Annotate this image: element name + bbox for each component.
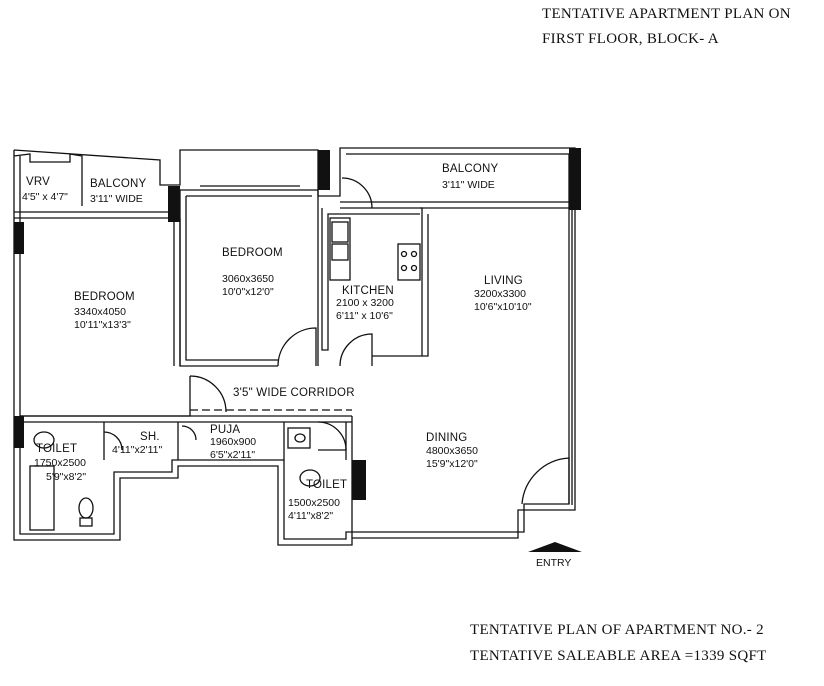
- kitchen-counter: [329, 217, 351, 281]
- puja-dims-ft: 6'5"x2'11": [210, 449, 255, 461]
- toilet-left-wc: [78, 497, 94, 519]
- column: [168, 186, 180, 222]
- toilet-left-label: TOILET: [36, 443, 77, 455]
- column: [318, 150, 330, 190]
- column: [352, 460, 366, 500]
- living-label: LIVING: [484, 275, 523, 287]
- balcony-left-dims: 3'11" WIDE: [90, 193, 143, 205]
- toilet-right-label: TOILET: [306, 479, 347, 491]
- door-swing-puja: [181, 425, 197, 441]
- kitchen-sink-2: [331, 243, 349, 261]
- dining-dims-mm: 4800x3650: [426, 445, 478, 457]
- footer-saleable-area: TENTATIVE SALEABLE AREA =1339 SQFT: [470, 648, 767, 664]
- entry-label: ENTRY: [536, 557, 571, 569]
- bedroom-left-dims-mm: 3340x4050: [74, 306, 126, 318]
- bedroom-mid-dims-ft: 10'0"x12'0": [222, 286, 274, 298]
- kitchen-hob: [397, 243, 421, 281]
- living-dims-ft: 10'6"x10'10": [474, 301, 532, 313]
- vrv-outline: [13, 153, 83, 206]
- door-swing-toilet-left: [103, 431, 123, 451]
- door-swing-kitchen: [339, 333, 373, 367]
- balcony-right-label: BALCONY: [442, 163, 498, 175]
- puja-dims-mm: 1960x900: [210, 436, 256, 448]
- door-swing-toilet-right: [317, 421, 347, 451]
- toilet-left-dims-mm: 1750x2500: [34, 457, 86, 469]
- column: [14, 222, 24, 254]
- door-swing-entry: [521, 457, 570, 505]
- bedroom-mid-label: BEDROOM: [222, 247, 283, 259]
- toilet-right-basin: [287, 427, 311, 449]
- vrv-label: VRV: [26, 176, 50, 188]
- vrv-dims: 4'5" x 4'7": [22, 191, 68, 203]
- bedroom-left-dims-ft: 10'11"x13'3": [74, 319, 131, 331]
- living-dims-mm: 3200x3300: [474, 288, 526, 300]
- kitchen-sink: [331, 221, 349, 243]
- corridor-label: 3'5" WIDE CORRIDOR: [233, 387, 355, 399]
- balcony-left-label: BALCONY: [90, 178, 146, 190]
- outer-wall-inner: [19, 153, 570, 540]
- kitchen-dims-mm: 2100 x 3200: [336, 297, 394, 309]
- dining-dims-ft: 15'9"x12'0": [426, 458, 478, 470]
- toilet-right-dims-ft: 4'11"x8'2": [288, 510, 333, 522]
- toilet-right-wc: [299, 469, 321, 487]
- kitchen-walls: [321, 207, 429, 357]
- toilet-right-dims-mm: 1500x2500: [288, 497, 340, 509]
- shower-label: SH.: [140, 431, 160, 443]
- door-swing-bedroom-left: [189, 375, 227, 413]
- column: [14, 416, 24, 448]
- kitchen-label: KITCHEN: [342, 285, 394, 297]
- shower-dims: 4'11"x2'11": [112, 444, 162, 456]
- bedroom-left-label: BEDROOM: [74, 291, 135, 303]
- plan-title-line2: FIRST FLOOR, BLOCK- A: [542, 31, 719, 47]
- outer-wall: [13, 147, 576, 546]
- balcony-right-dims: 3'11" WIDE: [442, 179, 495, 191]
- kitchen-dims-ft: 6'11" x 10'6": [336, 310, 393, 322]
- entry-arrow: [528, 542, 582, 552]
- bedroom-mid-dims-mm: 3060x3650: [222, 273, 274, 285]
- puja-label: PUJA: [210, 424, 240, 436]
- footer-plan-number: TENTATIVE PLAN OF APARTMENT NO.- 2: [470, 622, 764, 638]
- column: [569, 148, 581, 210]
- toilet-left-tub: [29, 465, 55, 531]
- toilet-left-basin: [33, 431, 55, 449]
- door-swing-bedroom-mid: [277, 327, 317, 367]
- bedroom-left-walls: [20, 218, 191, 417]
- plan-title-line1: TENTATIVE APARTMENT PLAN ON: [542, 6, 791, 22]
- dining-label: DINING: [426, 432, 467, 444]
- door-swing-balcony-left: [341, 177, 373, 209]
- toilet-left-dims-ft: 5'9"x8'2": [46, 471, 86, 483]
